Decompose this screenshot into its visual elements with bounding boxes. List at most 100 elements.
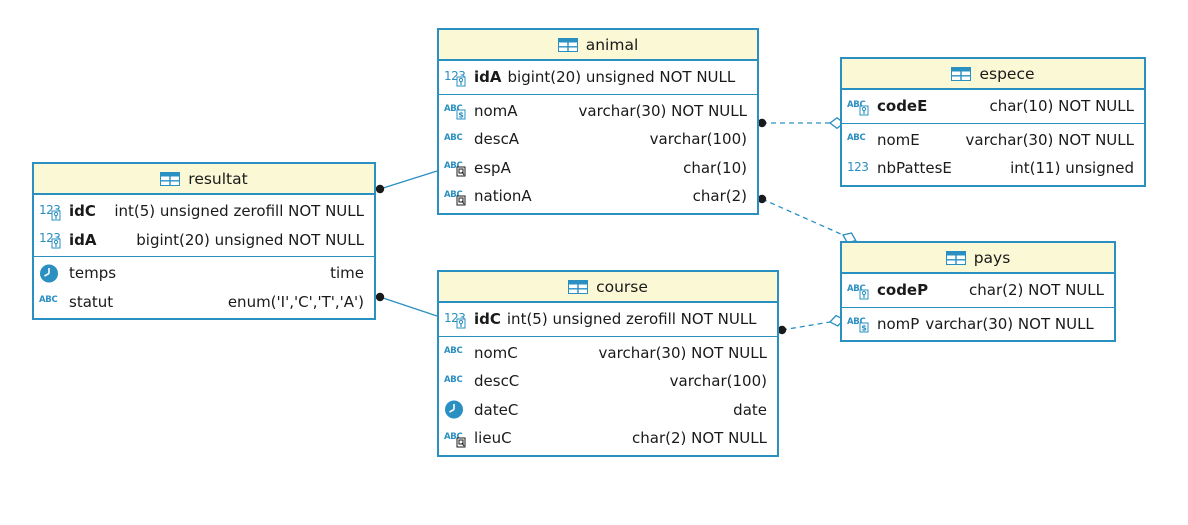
text-foreign-key-icon: ABC [444, 429, 471, 448]
svg-text:ABC: ABC [39, 295, 57, 305]
relationship-resultat-animal[interactable] [375, 170, 438, 194]
column-type: varchar(100) [669, 372, 767, 391]
relationship-course-pays[interactable] [777, 314, 845, 335]
relationship-line [379, 296, 438, 317]
numeric-key-icon: 123 [444, 310, 471, 329]
column-type: varchar(30) NOT NULL [965, 130, 1134, 149]
relationship-line [379, 170, 438, 190]
svg-text:$: $ [458, 111, 464, 120]
column-row-nomE[interactable]: ABC nomE varchar(30) NOT NULL [842, 126, 1144, 155]
numeric-icon: 123 [847, 159, 874, 178]
column-type: varchar(30) NOT NULL [598, 343, 767, 362]
svg-text:$: $ [861, 324, 867, 333]
relationship-animal-espece[interactable] [757, 116, 846, 130]
numeric-key-icon: 123 [444, 68, 471, 87]
column-name: nomA [474, 101, 518, 120]
svg-text:123: 123 [847, 160, 868, 174]
table-name: resultat [188, 169, 248, 188]
svg-text:ABC: ABC [444, 432, 462, 442]
table-icon [568, 279, 589, 294]
column-type: varchar(100) [649, 130, 747, 149]
table-icon [945, 250, 966, 265]
column-name: idA [69, 230, 97, 249]
column-type: date [733, 400, 767, 419]
text-icon: ABC [444, 130, 471, 149]
column-name: temps [69, 264, 117, 283]
column-type: char(2) [692, 187, 747, 206]
table-header[interactable]: pays [842, 243, 1114, 274]
table-header[interactable]: course [439, 272, 777, 303]
svg-text:ABC: ABC [444, 190, 462, 200]
text-required-icon: ABC$ [444, 101, 471, 120]
column-row-temps[interactable]: temps time [34, 259, 374, 288]
relationship-source-dot [375, 184, 385, 194]
column-name: codeE [877, 97, 928, 116]
relationship-source-dot [757, 194, 767, 204]
relationship-resultat-course[interactable] [375, 292, 438, 317]
column-name: lieuC [474, 429, 512, 448]
table-name: animal [585, 35, 639, 54]
column-type: char(2) NOT NULL [969, 281, 1104, 300]
clock-icon [444, 400, 471, 419]
column-type: bigint(20) unsigned NOT NULL [507, 68, 736, 87]
clock-icon [39, 264, 66, 283]
column-name: idC [69, 202, 96, 221]
column-name: dateC [474, 400, 519, 419]
table-header[interactable]: espece [842, 59, 1144, 90]
column-type: int(5) unsigned zerofill NOT NULL [114, 202, 364, 221]
svg-text:ABC: ABC [444, 375, 462, 385]
column-row-descC[interactable]: ABC descC varchar(100) [439, 367, 777, 396]
column-name: descC [474, 372, 520, 391]
text-foreign-key-icon: ABC [444, 158, 471, 177]
column-name: espA [474, 158, 511, 177]
table-name: pays [973, 248, 1011, 267]
column-type: varchar(30) NOT NULL [578, 101, 747, 120]
svg-text:ABC: ABC [444, 104, 462, 114]
column-type: time [330, 264, 364, 283]
relationship-line [761, 198, 844, 236]
table-name: espece [979, 64, 1035, 83]
column-name: nomC [474, 343, 518, 362]
column-name: nomE [877, 130, 920, 149]
svg-text:ABC: ABC [847, 133, 865, 143]
text-icon: ABC [847, 130, 874, 149]
column-type: varchar(30) NOT NULL [925, 314, 1094, 333]
column-type: int(11) unsigned [1010, 159, 1134, 178]
text-key-icon: ABC [847, 281, 874, 300]
text-foreign-key-icon: ABC [444, 187, 471, 206]
table-header[interactable]: resultat [34, 164, 374, 195]
table-icon [557, 37, 578, 52]
table-icon [951, 66, 972, 81]
table-header[interactable]: animal [439, 30, 757, 61]
relationship-animal-pays[interactable] [757, 194, 857, 244]
column-row-dateC[interactable]: dateC date [439, 396, 777, 425]
text-icon: ABC [39, 292, 66, 311]
